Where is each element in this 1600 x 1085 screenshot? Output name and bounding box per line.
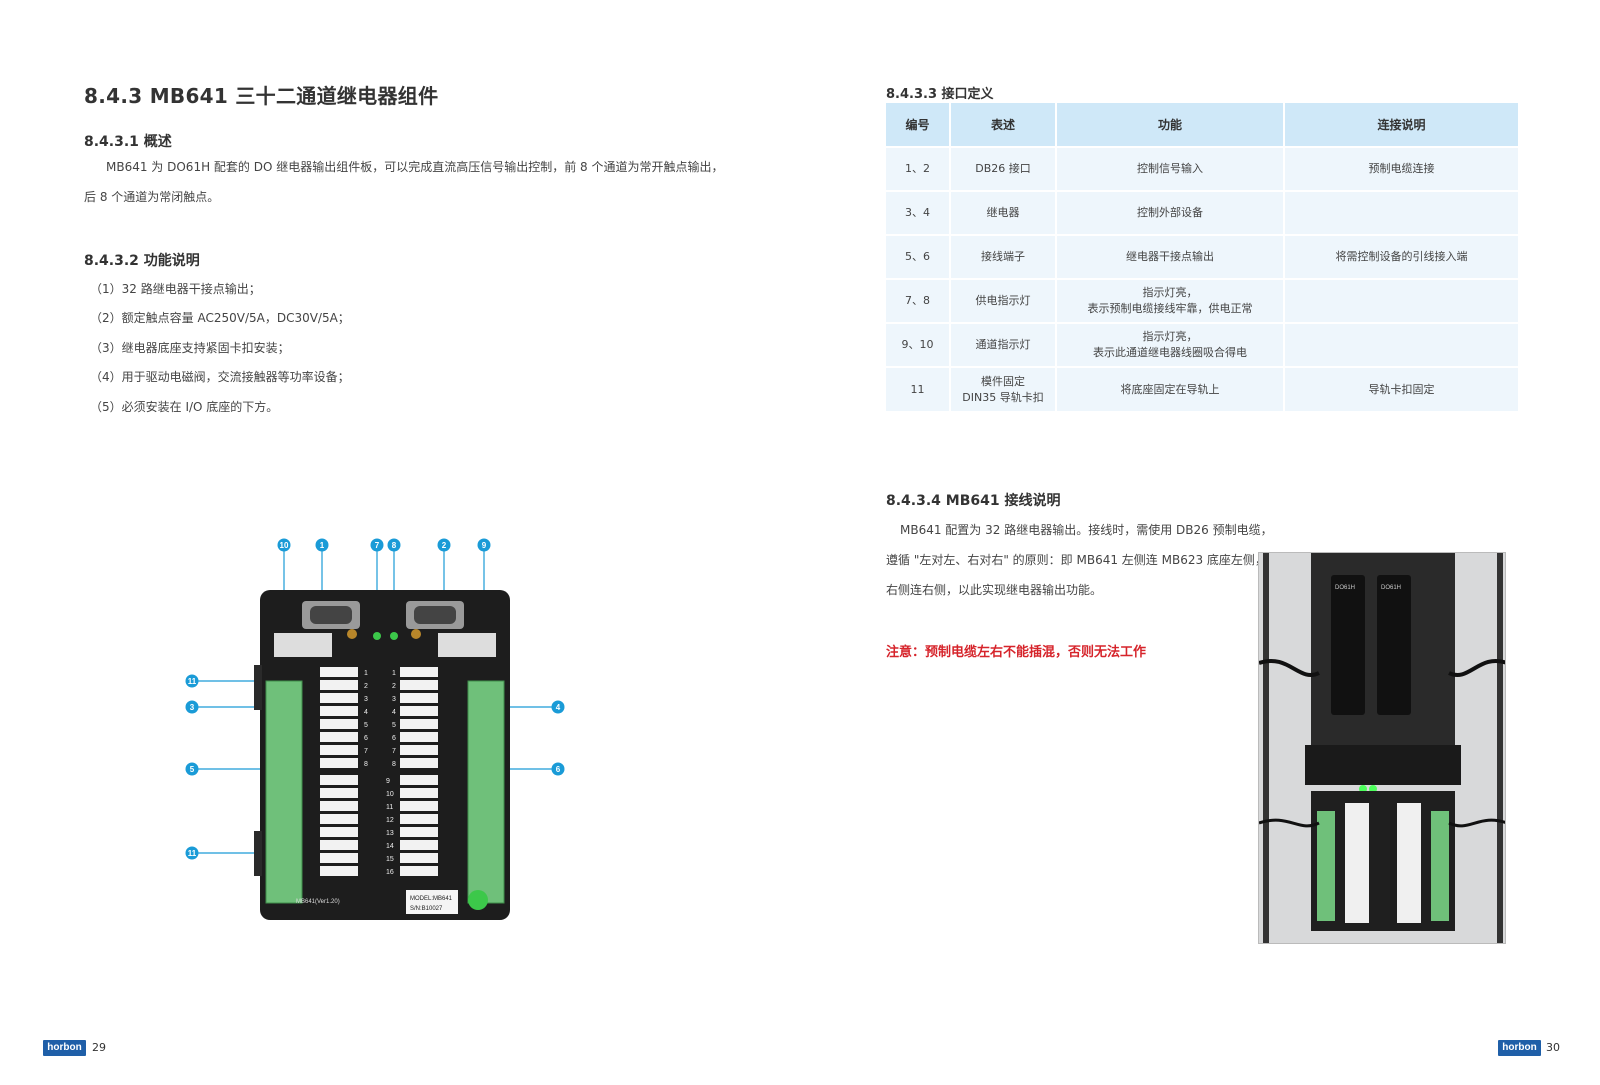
- wiring-line-3: 右侧连右侧，以此实现继电器输出功能。: [886, 583, 1103, 597]
- ch-right-9: 9: [386, 778, 390, 785]
- table-cell: [1284, 278, 1518, 323]
- ch-left-7: 7: [364, 748, 368, 755]
- ch-right-15: 15: [386, 856, 394, 863]
- model-label: MODEL:MB641: [410, 896, 453, 902]
- overview-line-1: MB641 为 DO61H 配套的 DO 继电器输出组件板，可以完成直流高压信号…: [106, 160, 724, 174]
- ch-left-8: 8: [364, 761, 368, 768]
- callout-2: 2: [442, 541, 447, 550]
- callout-7: 7: [375, 541, 380, 550]
- warning-note: 注意：预制电缆左右不能插混，否则无法工作: [886, 645, 1147, 660]
- horbon-logo-right: horbon: [1498, 1040, 1541, 1056]
- page-number-right: 30: [1546, 1041, 1560, 1054]
- ch-right-16: 16: [386, 869, 394, 876]
- table-cell: 将底座固定在导轨上: [1056, 366, 1285, 411]
- overview-line-2: 后 8 个通道为常闭触点。: [84, 190, 220, 204]
- horbon-logo-left: horbon: [43, 1040, 86, 1056]
- feature-item-1: （1）32 路继电器干接点输出；: [90, 282, 261, 296]
- ch-left-3: 3: [364, 696, 368, 703]
- ch-right-12: 12: [386, 817, 394, 824]
- ch-left-1: 1: [364, 670, 368, 677]
- wiring-line-2: 遵循 "左对左、右对右" 的原则：即 MB641 左侧连 MB623 底座左侧，: [886, 553, 1267, 567]
- table-cell: 9、10: [886, 322, 951, 367]
- table-cell: 预制电缆连接: [1284, 146, 1518, 191]
- ch-left-4: 4: [364, 709, 368, 716]
- board-diagram: 1 2 3 4 5 6 7 8 1 2 3 4 5 6 7 8 9 10 11 …: [185, 538, 565, 920]
- ch-right-3: 3: [392, 696, 396, 703]
- ch-right-4: 4: [392, 709, 396, 716]
- ch-right-13: 13: [386, 830, 394, 837]
- photo-module-label-left: DO61H: [1335, 585, 1355, 591]
- table-cell: 控制外部设备: [1056, 190, 1285, 235]
- overview-heading: 8.4.3.1 概述: [84, 134, 172, 150]
- table-cell: DB26 接口: [950, 146, 1057, 191]
- table-cell: 供电指示灯: [950, 278, 1057, 323]
- table-cell: 导轨卡扣固定: [1284, 366, 1518, 411]
- callout-6: 6: [556, 765, 561, 774]
- col-header-number: 编号: [886, 103, 951, 147]
- ch-right-7: 7: [392, 748, 396, 755]
- callout-5: 5: [190, 765, 195, 774]
- col-header-function: 功能: [1056, 103, 1285, 147]
- ch-right-11: 11: [386, 804, 393, 811]
- feature-item-4: （4）用于驱动电磁阀，交流接触器等功率设备；: [90, 370, 350, 384]
- table-cell: [1284, 322, 1518, 367]
- ch-left-6: 6: [364, 735, 368, 742]
- function-heading: 8.4.3.2 功能说明: [84, 253, 200, 269]
- section-title: 8.4.3 MB641 三十二通道继电器组件: [84, 84, 439, 108]
- ch-right-6: 6: [392, 735, 396, 742]
- table-cell: 1、2: [886, 146, 951, 191]
- table-cell: 控制信号输入: [1056, 146, 1285, 191]
- callout-3: 3: [190, 703, 195, 712]
- feature-item-5: （5）必须安装在 I/O 底座的下方。: [90, 400, 279, 414]
- feature-item-3: （3）继电器底座支持紧固卡扣安装；: [90, 341, 290, 355]
- wiring-line-1: MB641 配置为 32 路继电器输出。接线时，需使用 DB26 预制电缆，: [900, 523, 1273, 537]
- table-cell: 接线端子: [950, 234, 1057, 279]
- ch-right-8: 8: [392, 761, 396, 768]
- table-cell: 继电器: [950, 190, 1057, 235]
- sn-label: S/N:B10027: [410, 906, 443, 912]
- table-cell: [1284, 190, 1518, 235]
- page-number-left: 29: [92, 1041, 106, 1054]
- table-cell: 指示灯亮，表示预制电缆接线牢靠，供电正常: [1056, 278, 1285, 323]
- version-label: MB641(Ver1.20): [296, 899, 340, 905]
- table-cell: 将需控制设备的引线接入端: [1284, 234, 1518, 279]
- interface-heading: 8.4.3.3 接口定义: [886, 87, 994, 102]
- table-cell: 通道指示灯: [950, 322, 1057, 367]
- ch-right-10: 10: [386, 791, 394, 798]
- callout-1: 1: [320, 541, 325, 550]
- col-header-description: 表述: [950, 103, 1057, 147]
- table-header-row: 编号 表述 功能 连接说明: [886, 103, 1518, 147]
- callout-11-top: 11: [188, 677, 197, 686]
- ch-left-2: 2: [364, 683, 368, 690]
- table-cell: 11: [886, 366, 951, 411]
- callout-4: 4: [556, 703, 561, 712]
- wiring-photo: DO61H DO61H: [1258, 552, 1506, 944]
- ch-left-5: 5: [364, 722, 368, 729]
- table-cell: 3、4: [886, 190, 951, 235]
- callout-10: 10: [280, 541, 289, 550]
- ch-right-14: 14: [386, 843, 394, 850]
- feature-item-2: （2）额定触点容量 AC250V/5A，DC30V/5A；: [90, 311, 350, 325]
- wiring-heading: 8.4.3.4 MB641 接线说明: [886, 493, 1061, 509]
- callout-9: 9: [482, 541, 487, 550]
- ch-right-1: 1: [392, 670, 396, 677]
- col-header-connection: 连接说明: [1284, 103, 1518, 147]
- table-cell: 指示灯亮，表示此通道继电器线圈吸合得电: [1056, 322, 1285, 367]
- table-cell: 继电器干接点输出: [1056, 234, 1285, 279]
- callout-11-bottom: 11: [188, 849, 197, 858]
- table-cell: 5、6: [886, 234, 951, 279]
- photo-module-label-right: DO61H: [1381, 585, 1401, 591]
- table-cell: 7、8: [886, 278, 951, 323]
- ch-right-5: 5: [392, 722, 396, 729]
- ch-right-2: 2: [392, 683, 396, 690]
- callout-8: 8: [392, 541, 397, 550]
